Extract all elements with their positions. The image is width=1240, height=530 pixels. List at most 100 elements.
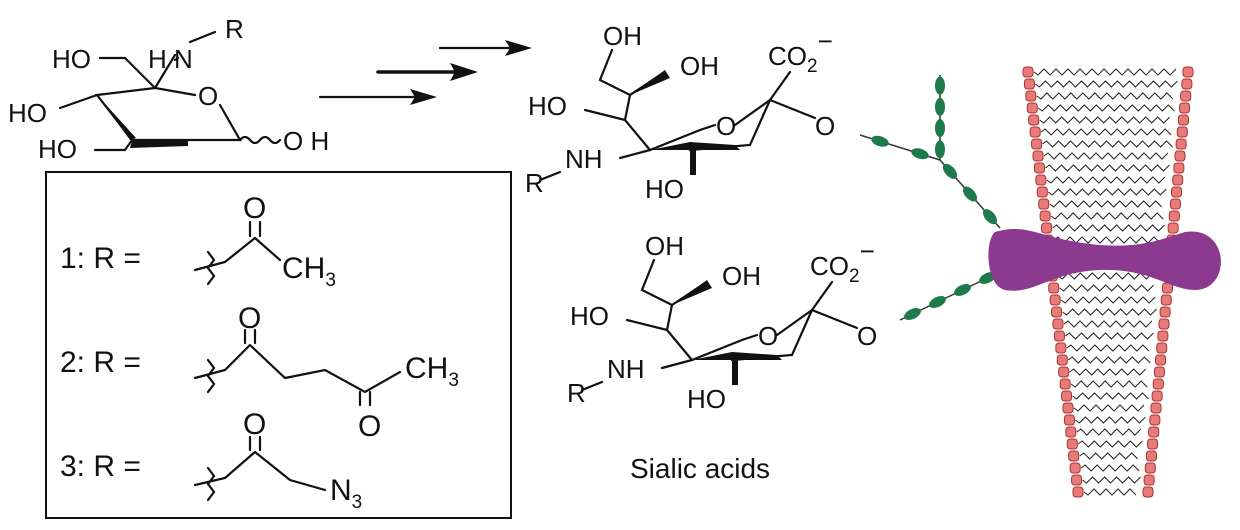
label-ring-o: O bbox=[198, 81, 218, 111]
lipid-tail bbox=[1076, 428, 1142, 436]
reaction-arrows bbox=[318, 40, 532, 105]
lipid-head bbox=[1026, 102, 1038, 114]
lipid-head bbox=[1150, 402, 1162, 414]
sa1-nh: NH bbox=[565, 144, 603, 174]
lipid-head bbox=[1041, 222, 1053, 234]
sialic-acid-bottom: OH OH CO2− HO O O NH R HO bbox=[567, 231, 877, 414]
lipid-head bbox=[1062, 402, 1074, 414]
lipid-head bbox=[1172, 174, 1184, 186]
sa2-oh-2: OH bbox=[722, 261, 761, 291]
sugar-residue bbox=[954, 284, 971, 296]
lipid-head bbox=[1072, 486, 1084, 498]
sa2-nh: NH bbox=[607, 354, 645, 384]
sa1-carboxylate: CO2− bbox=[768, 26, 833, 77]
lipid-head bbox=[1035, 174, 1047, 186]
lipid-tail bbox=[1066, 344, 1150, 352]
row-label-1: 1: R = bbox=[60, 242, 141, 275]
lipid-head bbox=[1071, 474, 1083, 486]
lipid-head bbox=[1176, 126, 1188, 138]
lipid-tail bbox=[1080, 464, 1140, 472]
sugar-residue bbox=[962, 186, 978, 202]
glycan-chains bbox=[859, 75, 1001, 321]
lipid-tail bbox=[1070, 380, 1148, 388]
sa1-r: R bbox=[525, 168, 544, 198]
lipid-head bbox=[1052, 318, 1064, 330]
lipid-tail bbox=[1082, 476, 1141, 484]
lipid-head bbox=[1033, 162, 1045, 174]
lipid-head bbox=[1066, 438, 1078, 450]
lipid-head bbox=[1065, 426, 1077, 438]
lipid-tail bbox=[1067, 356, 1151, 364]
lipid-head bbox=[1055, 342, 1067, 354]
lipid-tail bbox=[1047, 188, 1167, 196]
lipid-head bbox=[1053, 330, 1065, 342]
lipid-head bbox=[1168, 210, 1180, 222]
label-hn: H N bbox=[148, 44, 193, 74]
lipid-tail bbox=[1049, 200, 1163, 208]
lipid-head bbox=[1171, 186, 1183, 198]
lipid-head bbox=[1177, 114, 1189, 126]
lipid-head bbox=[1069, 462, 1081, 474]
r2-methyl: CH3 bbox=[405, 352, 459, 391]
lipid-head bbox=[1143, 474, 1155, 486]
lipid-head bbox=[1147, 438, 1159, 450]
lipid-tail bbox=[1045, 164, 1170, 172]
sa2-ring-o: O bbox=[758, 321, 778, 351]
lipid-head bbox=[1051, 306, 1063, 318]
lipid-tail bbox=[1062, 308, 1157, 316]
lipid-head bbox=[1152, 378, 1164, 390]
lipid-head bbox=[1029, 126, 1041, 138]
lipid-head bbox=[1179, 102, 1191, 114]
lipid-tail bbox=[1046, 176, 1166, 184]
lipid-head bbox=[1155, 354, 1167, 366]
lipid-head bbox=[1039, 210, 1051, 222]
lipid-head bbox=[1058, 366, 1070, 378]
lipid-tail bbox=[1043, 152, 1169, 160]
r3-oxygen: O bbox=[243, 408, 266, 441]
lipid-tail bbox=[1050, 212, 1164, 220]
sa1-oh-1: OH bbox=[603, 21, 642, 51]
lipid-head bbox=[1049, 294, 1061, 306]
lipid-head bbox=[1149, 414, 1161, 426]
lipid-tail bbox=[1083, 488, 1137, 496]
sa2-ho-bottom: HO bbox=[687, 384, 726, 414]
label-ho-bottom: HO bbox=[38, 134, 77, 164]
lipid-head bbox=[1142, 486, 1154, 498]
r-group-2: 2: R = O O CH3 bbox=[60, 302, 459, 443]
r2-oxygen-1: O bbox=[238, 302, 261, 335]
lipid-head bbox=[1048, 282, 1060, 294]
sa1-ring-o: O bbox=[716, 111, 736, 141]
lipid-head bbox=[1148, 426, 1160, 438]
lipid-tail bbox=[1063, 320, 1153, 328]
r1-methyl: CH3 bbox=[282, 252, 336, 291]
label-oh-right: O H bbox=[283, 126, 329, 156]
r-group-1: 1: R = O CH3 bbox=[60, 192, 336, 291]
membrane-protein bbox=[988, 229, 1221, 291]
lipid-head bbox=[1061, 390, 1073, 402]
lipid-head bbox=[1144, 462, 1156, 474]
lipid-head bbox=[1169, 198, 1181, 210]
lipid-head bbox=[1068, 450, 1080, 462]
lipid-tail bbox=[1079, 452, 1139, 460]
label-ho-left: HO bbox=[8, 98, 47, 128]
lipid-head bbox=[1032, 150, 1044, 162]
lipid-head bbox=[1025, 90, 1037, 102]
lipid-head bbox=[1031, 138, 1043, 150]
lipid-tail bbox=[1053, 236, 1161, 244]
sa1-ho-bottom: HO bbox=[645, 174, 684, 204]
sialic-acid-top: OH OH CO2− HO O O NH R HO bbox=[525, 21, 835, 204]
r2-oxygen-2: O bbox=[358, 410, 381, 443]
lipid-head bbox=[1157, 330, 1169, 342]
lipid-head bbox=[1158, 318, 1170, 330]
lipid-tail bbox=[1065, 332, 1154, 340]
row-label-3: 3: R = bbox=[60, 450, 141, 483]
lipid-tail bbox=[1073, 404, 1145, 412]
lipid-tail bbox=[1037, 104, 1175, 112]
lipid-tail bbox=[1059, 284, 1155, 292]
lipid-head bbox=[1160, 294, 1172, 306]
lipid-head bbox=[1156, 342, 1168, 354]
lipid-head bbox=[1022, 66, 1034, 78]
sa1-ho: HO bbox=[528, 91, 567, 121]
lipid-head bbox=[1153, 366, 1165, 378]
